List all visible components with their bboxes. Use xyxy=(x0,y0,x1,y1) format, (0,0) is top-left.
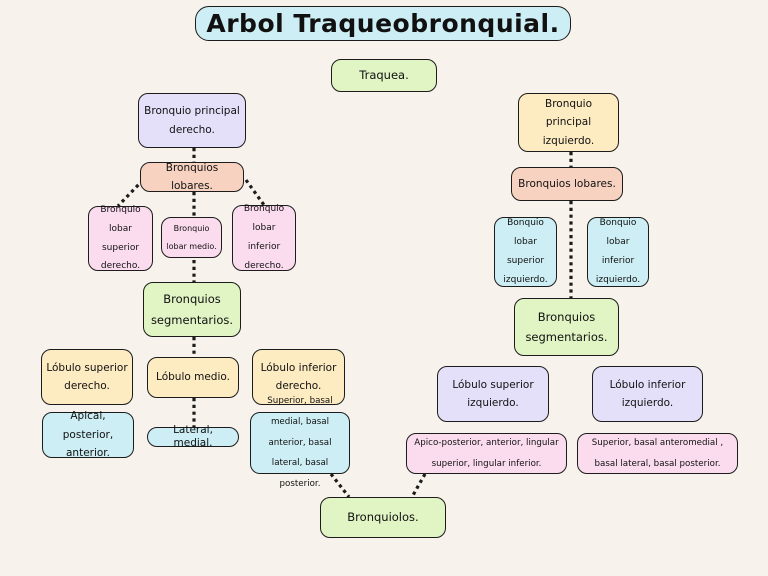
node-bronquiolos: Bronquiolos. xyxy=(320,497,446,538)
node-lobar-medio: Bronquio lobar medio. xyxy=(161,217,222,258)
node-lobulo-superior-izquierdo: Lóbulo superior izquierdo. xyxy=(437,366,549,422)
node-seg-superior-derecho: Apical, posterior, anterior. xyxy=(42,410,134,459)
node-lobulo-inferior-izquierdo: Lóbulo inferior izquierdo. xyxy=(592,366,703,422)
node-lobar-inferior-izquierdo: Bonquio lobar inferior izquierdo. xyxy=(587,217,649,287)
node-seg-inferior-izquierdo: Superior, basal anteromedial , basal lat… xyxy=(577,433,738,474)
node-bronquio-principal-izquierdo: Bronquio principal izquierdo. xyxy=(518,93,619,152)
connector xyxy=(410,473,427,498)
node-lobar-superior-derecho: Bronquio lobar superior derecho. xyxy=(88,205,153,271)
node-bronquios-lobares-derecho: Bronquios lobares. xyxy=(140,162,244,192)
node-lobar-inferior-derecho: Bronquio lobar inferior derecho. xyxy=(232,204,296,271)
node-seg-superior-izquierdo: Apico-posterior, anterior, lingular supe… xyxy=(406,433,567,474)
node-segmentarios-izquierdo: Bronquios segmentarios. xyxy=(514,298,619,356)
connector xyxy=(244,179,266,206)
connector xyxy=(116,178,145,208)
node-seg-medio: Lateral, medial. xyxy=(147,424,239,449)
page-title: Arbol Traqueobronquial. xyxy=(195,6,571,41)
connector xyxy=(329,473,351,498)
node-lobulo-inferior-derecho: Lóbulo inferior derecho. xyxy=(252,349,345,405)
node-seg-inferior-derecho: Superior, basal medial, basal anterior, … xyxy=(250,396,350,489)
node-segmentarios-derecho: Bronquios segmentarios. xyxy=(143,282,241,337)
node-traquea: Traquea. xyxy=(331,59,437,92)
node-lobulo-superior-derecho: Lóbulo superior derecho. xyxy=(41,349,133,405)
node-bronquio-principal-derecho: Bronquio principal derecho. xyxy=(138,93,246,148)
node-lobulo-medio: Lóbulo medio. xyxy=(147,357,239,398)
node-lobar-superior-izquierdo: Bonquio lobar superior izquierdo. xyxy=(494,217,557,287)
node-bronquios-lobares-izquierdo: Bronquios lobares. xyxy=(511,167,623,201)
